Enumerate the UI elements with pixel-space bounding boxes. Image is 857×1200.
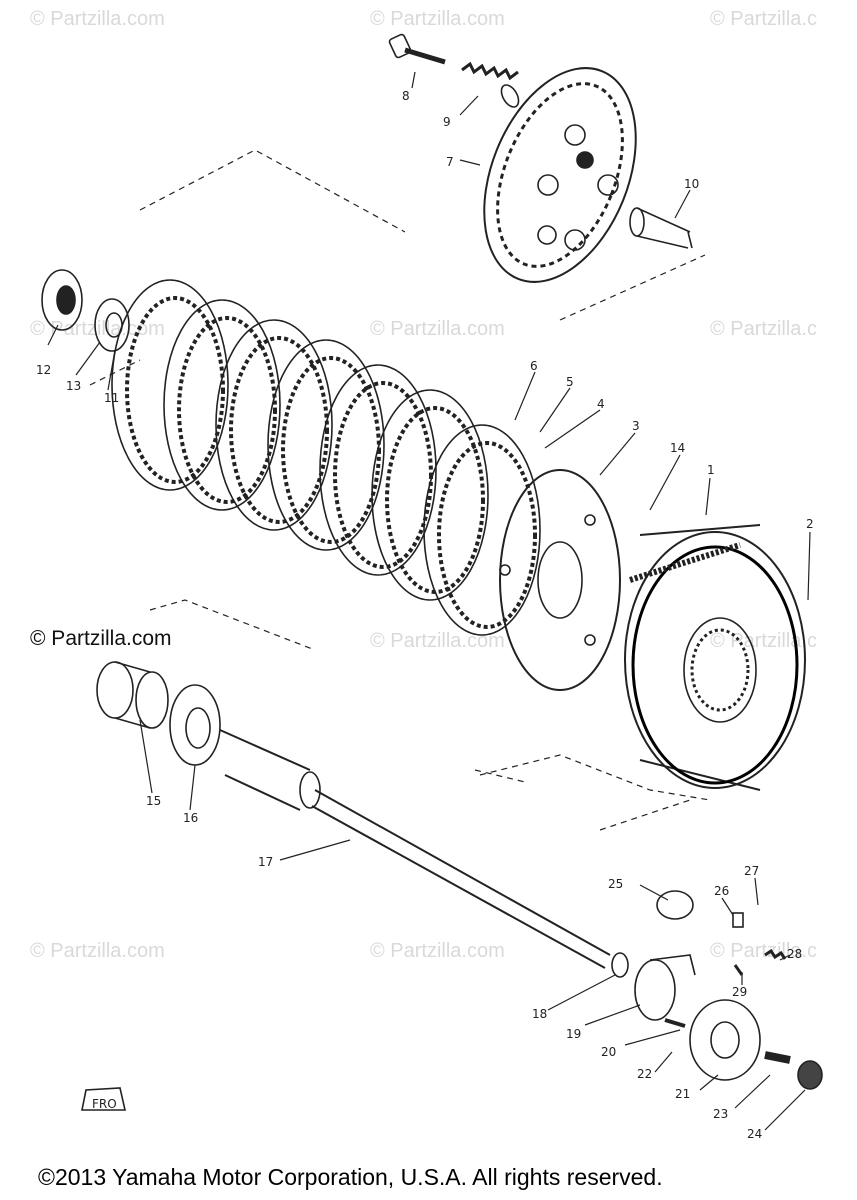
watermark: © Partzilla.com — [370, 630, 505, 652]
clutch-boss — [499, 469, 621, 691]
watermark: © Partzilla.com — [30, 940, 165, 962]
callout-3: 3 — [632, 419, 640, 433]
callout-19: 19 — [566, 1027, 581, 1041]
callout-10: 10 — [684, 177, 699, 191]
callout-22: 22 — [637, 1067, 652, 1081]
bearing — [96, 661, 169, 729]
bolt — [388, 33, 446, 65]
callout-4: 4 — [597, 397, 605, 411]
callout-13: 13 — [66, 379, 81, 393]
nut — [41, 269, 83, 331]
callout-6: 6 — [530, 359, 538, 373]
watermark: © Partzilla.com — [370, 318, 505, 340]
watermark: © Partzilla.com — [370, 8, 505, 30]
callout-26: 26 — [714, 884, 729, 898]
clutch-plate-stack — [111, 279, 541, 636]
callout-23: 23 — [713, 1107, 728, 1121]
watermark: © Partzilla.c — [710, 8, 817, 30]
callout-9: 9 — [443, 115, 451, 129]
washer — [94, 298, 130, 352]
callout-11: 11 — [104, 391, 119, 405]
watermark: © Partzilla.c — [710, 318, 817, 340]
spring — [461, 61, 520, 108]
callout-5: 5 — [566, 375, 574, 389]
watermark: © Partzilla.com — [30, 8, 165, 30]
callout-8: 8 — [402, 89, 410, 103]
clutch-housing — [624, 524, 806, 791]
callout-14: 14 — [670, 441, 685, 455]
spacer-washer — [169, 684, 221, 766]
callout-18: 18 — [532, 1007, 547, 1021]
front-marker-label: FRO — [92, 1097, 117, 1111]
callout-20: 20 — [601, 1045, 616, 1059]
callout-27: 27 — [744, 864, 759, 878]
callout-21: 21 — [675, 1087, 690, 1101]
primary-driven-gear-shaft — [219, 729, 321, 811]
watermark: © Partzilla.c — [710, 630, 817, 652]
callout-29: 29 — [732, 985, 747, 999]
push-rod-long — [311, 789, 611, 969]
callout-12: 12 — [36, 363, 51, 377]
callout-17: 17 — [258, 855, 273, 869]
front-direction-marker — [81, 1087, 127, 1111]
push-rod-short — [629, 207, 693, 249]
watermark: © Partzilla.c — [710, 940, 817, 962]
copyright-notice: ©2013 Yamaha Motor Corporation, U.S.A. A… — [38, 1164, 663, 1190]
watermark: © Partzilla.com — [30, 318, 165, 340]
callout-16: 16 — [183, 811, 198, 825]
callout-1: 1 — [707, 463, 715, 477]
callout-2: 2 — [806, 517, 814, 531]
callout-15: 15 — [146, 794, 161, 808]
callout-7: 7 — [446, 155, 454, 169]
callout-24: 24 — [747, 1127, 762, 1141]
clutch-exploded-view: 1 2 3 4 5 6 7 8 9 10 11 12 13 14 15 16 1… — [36, 33, 823, 1141]
callout-labels: 1 2 3 4 5 6 7 8 9 10 11 12 13 14 15 16 1… — [36, 89, 814, 1141]
callout-25: 25 — [608, 877, 623, 891]
partzilla-credit: © Partzilla.com — [30, 627, 172, 650]
watermark: © Partzilla.com — [370, 940, 505, 962]
pressure-plate — [483, 67, 637, 283]
callout-28: 28 — [787, 947, 802, 961]
clutch-release-assembly — [611, 890, 823, 1090]
